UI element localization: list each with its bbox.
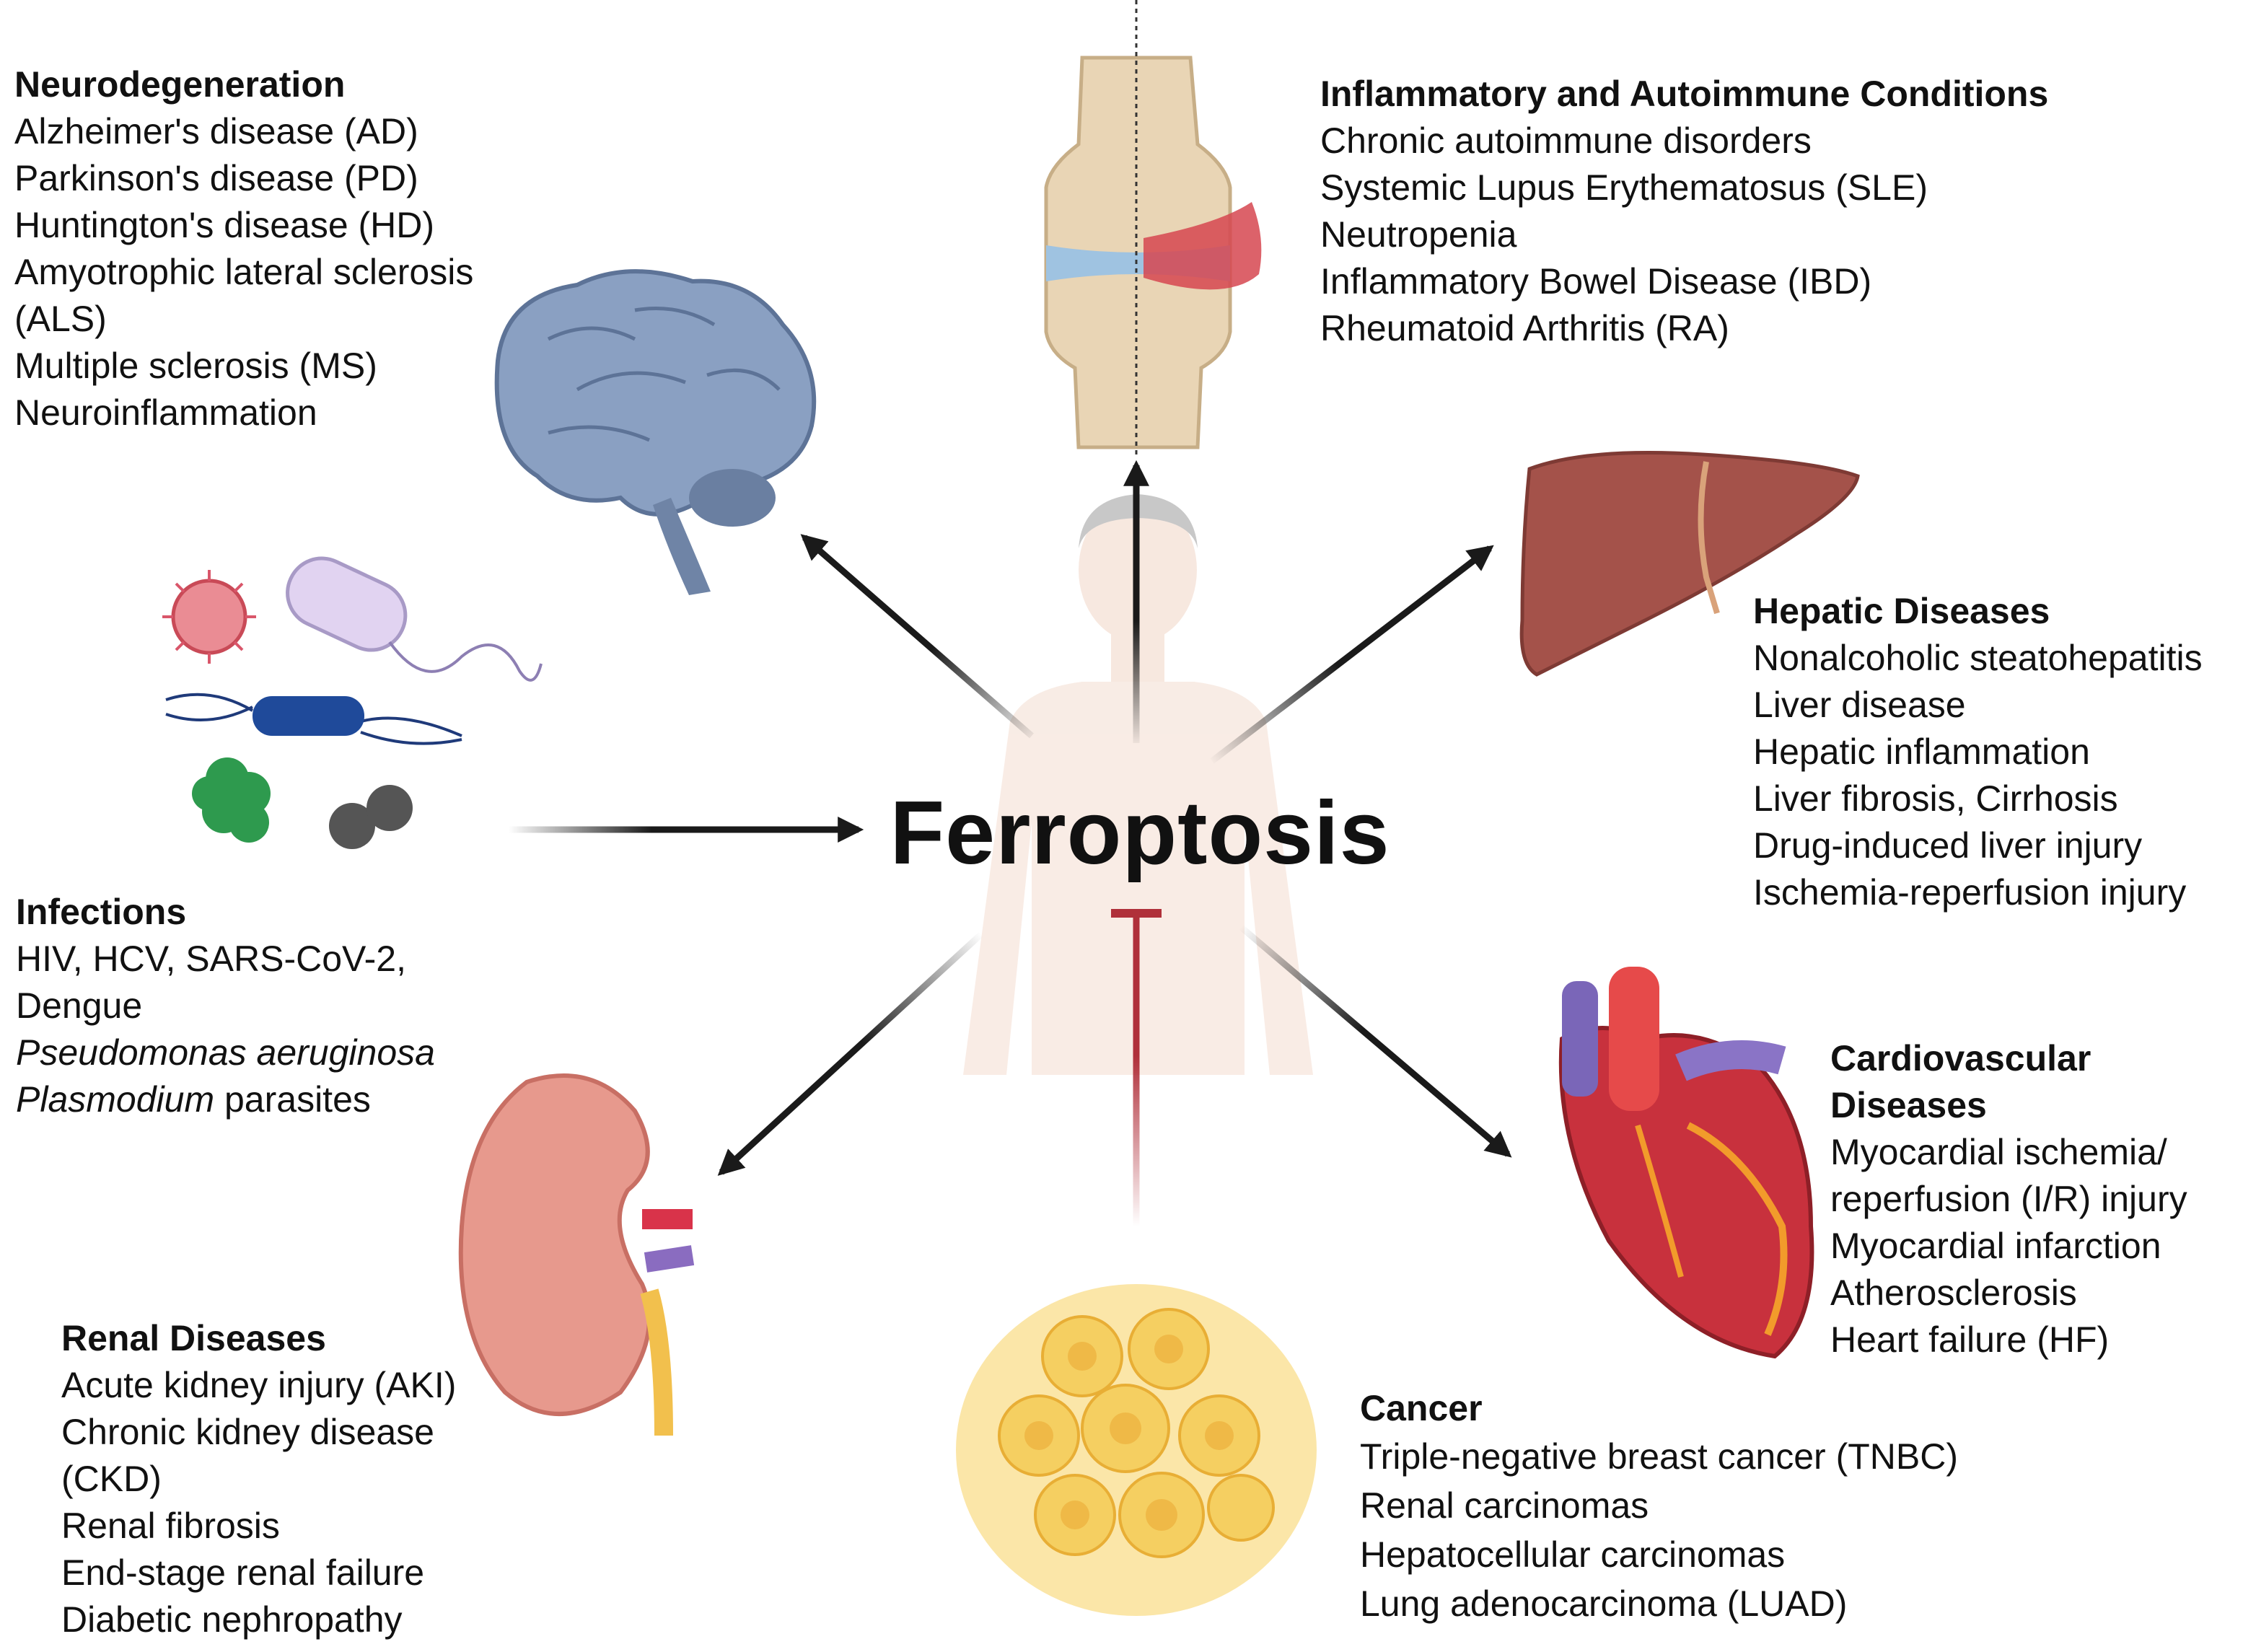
list-item: Amyotrophic lateral sclerosis [14,252,474,292]
heart-icon [1558,967,1814,1359]
list-item: Hepatocellular carcinomas [1360,1534,1786,1575]
list-item: Renal fibrosis [61,1506,280,1546]
list-item: reperfusion (I/R) injury [1830,1179,2187,1219]
list-item: Atherosclerosis [1830,1273,2077,1313]
arrow-to-neurodegeneration [800,534,1034,739]
list-item: (ALS) [14,299,107,339]
list-item: Liver disease [1753,685,1966,725]
list-item: Alzheimer's disease (AD) [14,111,418,151]
group-title: Renal Diseases [61,1318,326,1358]
list-item: Hepatic inflammation [1753,731,2090,772]
list-item: Pseudomonas aeruginosa [16,1029,435,1076]
group-inflammatory: Inflammatory and Autoimmune Conditions C… [1320,71,2048,352]
list-item: Ischemia-reperfusion injury [1753,872,2187,913]
group-neurodegeneration: Neurodegeneration Alzheimer's disease (A… [14,61,473,436]
list-item: Heart failure (HF) [1830,1319,2110,1360]
list-item: Huntington's disease (HD) [14,205,435,245]
arrow-to-hepatic [1210,545,1494,764]
list-item: Acute kidney injury (AKI) [61,1365,457,1405]
list-item: Rheumatoid Arthritis (RA) [1320,308,1729,348]
list-item: Chronic autoimmune disorders [1320,120,1812,161]
list-item: HIV, HCV, SARS-CoV-2, [16,939,406,979]
list-item: Triple-negative breast cancer (TNBC) [1360,1436,1958,1477]
tumor-cells-icon [956,1284,1317,1616]
kidney-icon [458,1073,695,1436]
list-item: Multiple sclerosis (MS) [14,346,377,386]
list-item: Chronic kidney disease [61,1412,434,1452]
list-item: End-stage renal failure [61,1552,425,1593]
liver-icon [1519,451,1860,677]
pathogen-name: Plasmodium [16,1079,215,1120]
group-infections: Infections HIV, HCV, SARS-CoV-2, Dengue … [16,889,435,1123]
list-item: Parkinson's disease (PD) [14,158,418,198]
group-cardiovascular: Cardiovascular Diseases Myocardial ische… [1830,1035,2243,1363]
arrow-to-cardiovascular [1239,924,1512,1158]
knee-joint-icon [1044,0,1262,454]
list-item: Myocardial ischemia/ [1830,1132,2167,1172]
list-item: Nonalcoholic steatohepatitis [1753,638,2203,678]
brain-icon [494,269,817,595]
list-item: Drug-induced liver injury [1753,825,2143,866]
inhibition-arrow-cancer [1111,909,1162,1226]
group-title: Cardiovascular Diseases [1830,1038,2091,1125]
arrow-to-renal [717,931,984,1176]
list-item: Myocardial infarction [1830,1226,2161,1266]
human-body-icon [963,494,1313,1075]
center-label: Ferroptosis [890,783,1390,883]
pathogen-name: Pseudomonas aeruginosa [16,1032,435,1073]
list-item: (CKD) [61,1459,162,1499]
list-item: Renal carcinomas [1360,1485,1649,1526]
group-hepatic: Hepatic Diseases Nonalcoholic steatohepa… [1753,588,2203,916]
list-item: Systemic Lupus Erythematosus (SLE) [1320,167,1928,208]
list-item: Inflammatory Bowel Disease (IBD) [1320,261,1872,302]
list-item: Diabetic nephropathy [61,1599,403,1640]
group-cancer: Cancer Triple-negative breast cancer (TN… [1360,1385,1958,1628]
group-title: Hepatic Diseases [1753,591,2050,631]
list-item: Neuroinflammation [14,392,317,433]
group-title: Cancer [1360,1388,1483,1428]
group-title: Inflammatory and Autoimmune Conditions [1320,74,2049,114]
list-item: Liver fibrosis, Cirrhosis [1753,778,2118,819]
group-renal: Renal Diseases Acute kidney injury (AKI)… [61,1315,456,1643]
list-item: Neutropenia [1320,214,1517,255]
pathogens-icon [162,556,543,849]
list-item: Lung adenocarcinoma (LUAD) [1360,1583,1848,1624]
group-title: Infections [16,892,187,932]
list-item: Dengue [16,985,143,1026]
list-item: Plasmodium parasites [16,1076,435,1123]
pathogen-suffix: parasites [214,1079,371,1120]
group-title: Neurodegeneration [14,64,346,105]
